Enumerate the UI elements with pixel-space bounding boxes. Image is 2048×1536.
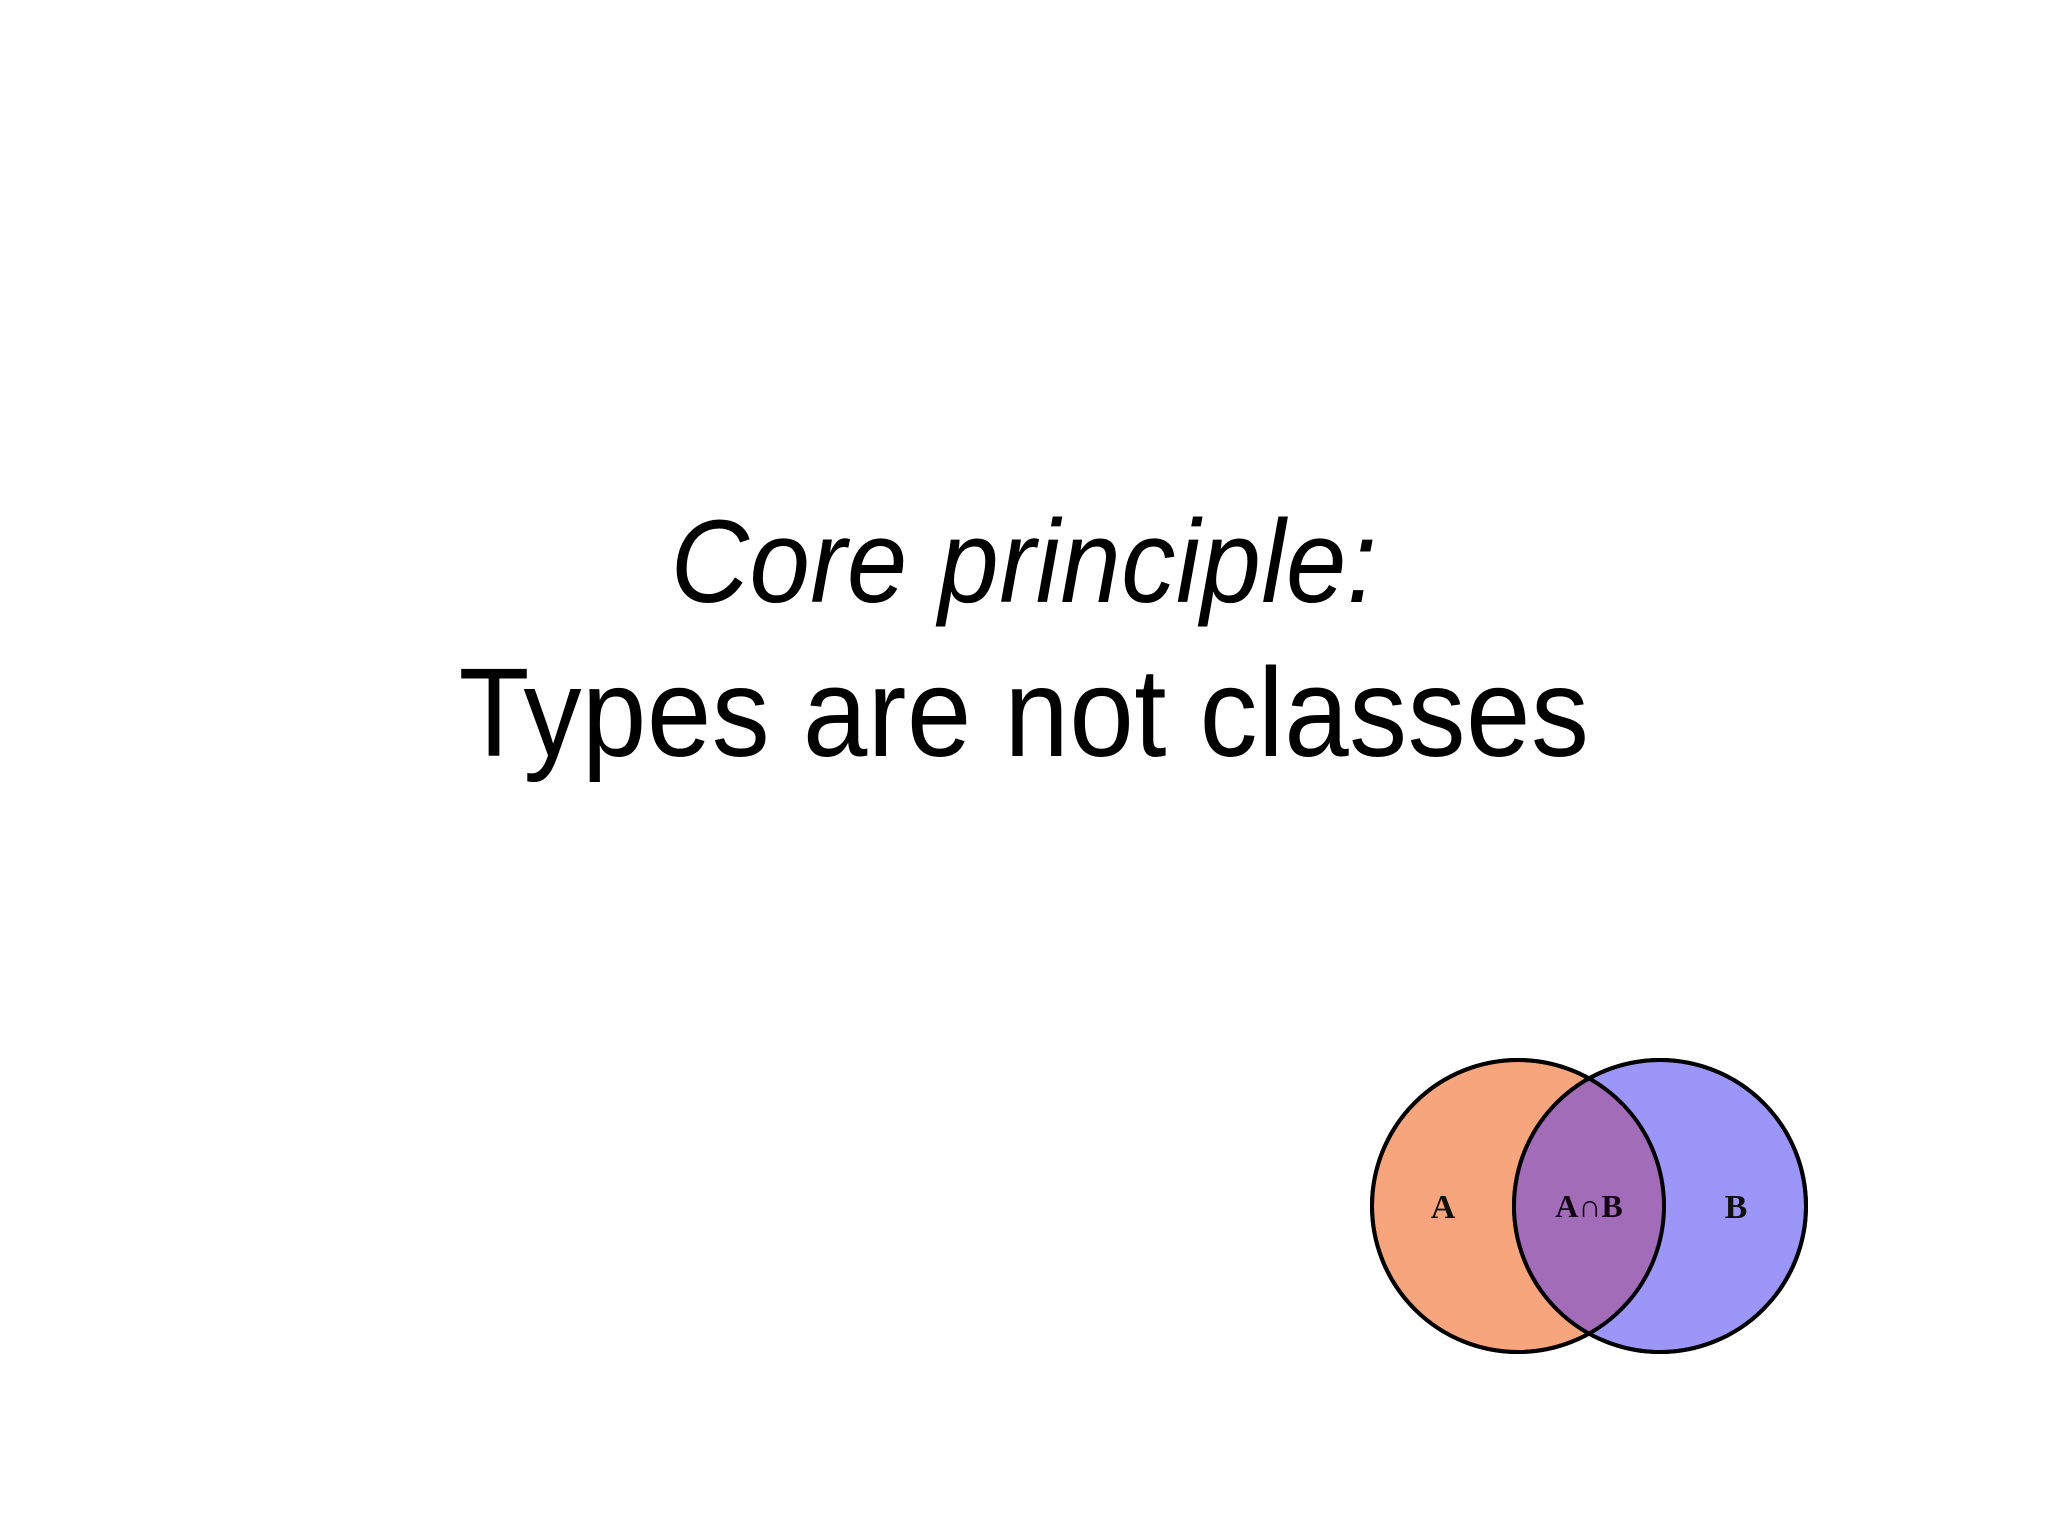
venn-label-b: B [1725, 1189, 1748, 1226]
page-title: Core principle: Types are not classes [0, 496, 2048, 783]
venn-label-a-intersect-b: A∩B [1555, 1188, 1622, 1224]
venn-circle-a-outline [1370, 1058, 1666, 1354]
venn-intersection-region [1514, 1060, 1664, 1352]
venn-diagram: A A∩B B [1358, 1046, 1848, 1366]
venn-circle-b-outline [1512, 1058, 1808, 1354]
venn-label-a: A [1431, 1189, 1456, 1226]
title-line-core-principle: Core principle: [670, 496, 1378, 628]
title-line-types-are-not-classes: Types are not classes [458, 642, 1590, 784]
venn-diagram-svg: A A∩B B [1370, 1058, 1808, 1354]
